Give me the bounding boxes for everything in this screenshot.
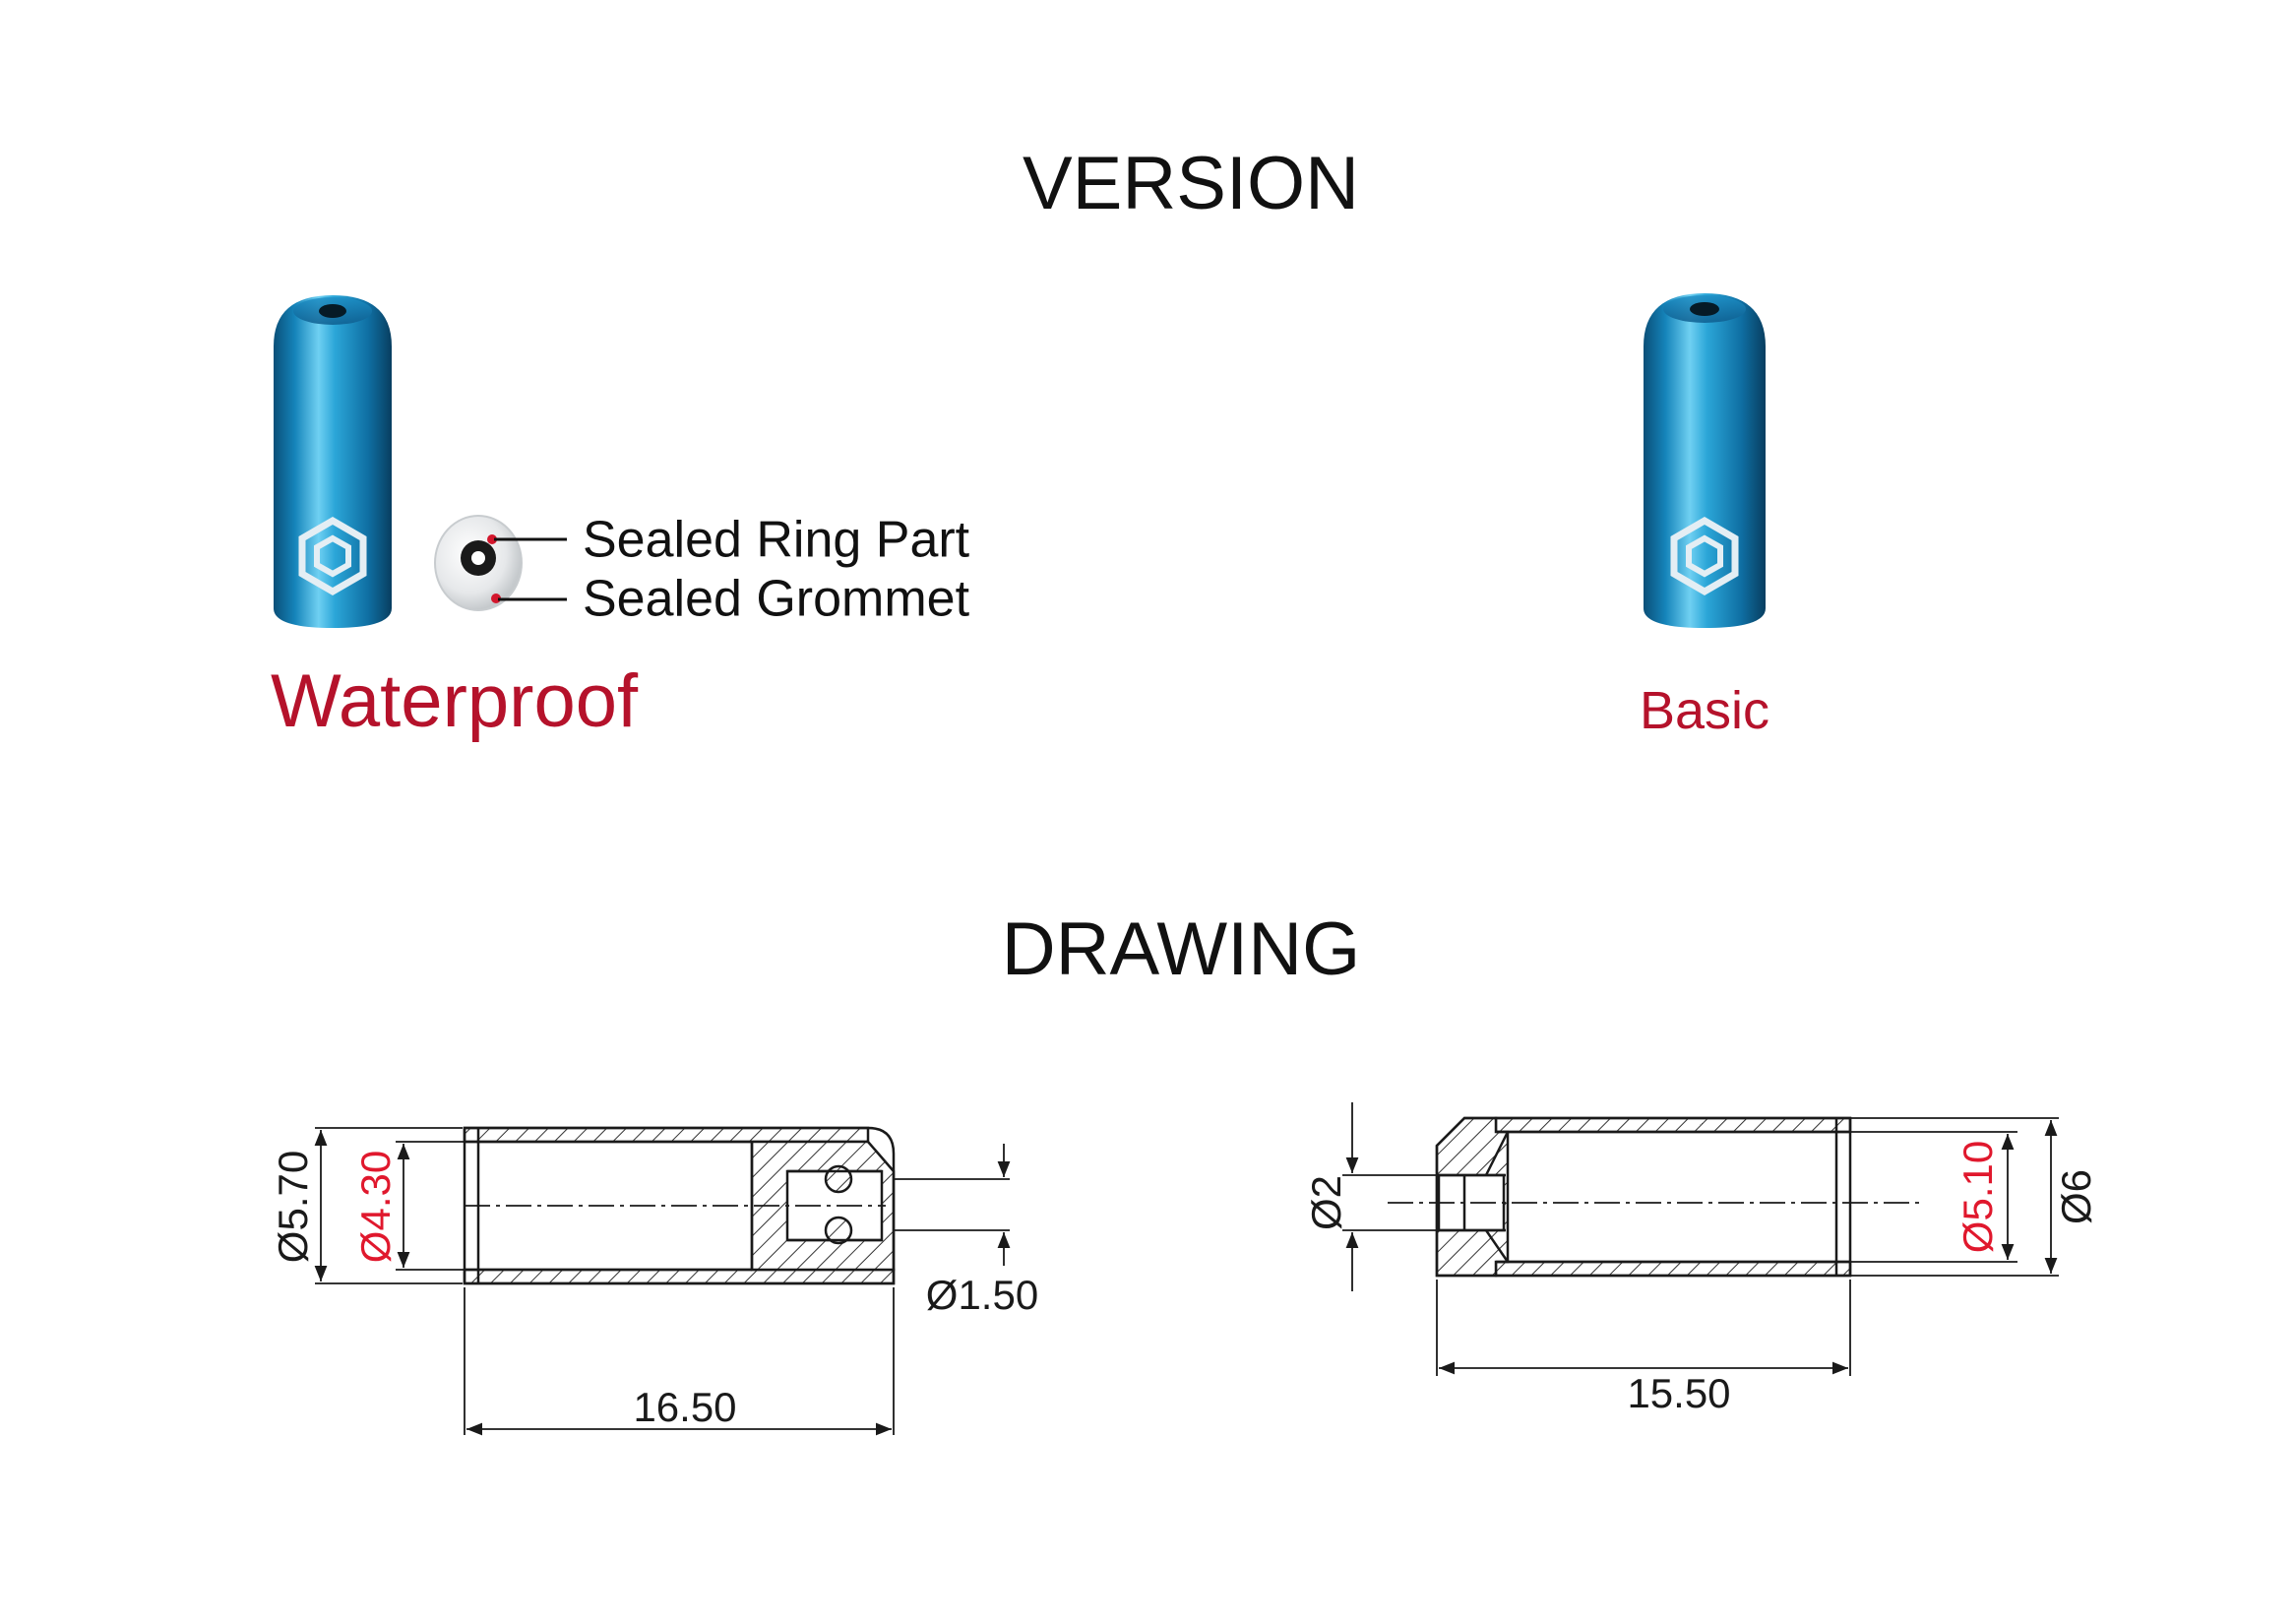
callout-sealed-grommet: Sealed Grommet [583, 571, 970, 628]
callout-sealed-ring-part: Sealed Ring Part [583, 512, 970, 569]
cable-end-cap-logo-icon [1670, 516, 1739, 596]
dim-outer-diameter-basic: Ø6 [2053, 1169, 2099, 1224]
basic-technical-drawing [1342, 1102, 2059, 1376]
waterproof-label: Waterproof [271, 659, 639, 743]
dim-hole-diameter-basic: Ø2 [1303, 1175, 1349, 1230]
dim-outer-diameter-waterproof: Ø5.70 [270, 1151, 316, 1263]
dim-inner-diameter-basic: Ø5.10 [1955, 1141, 2001, 1253]
basic-label: Basic [1640, 681, 1769, 740]
basic-cap-image [1644, 293, 1766, 628]
dim-length-waterproof: 16.50 [633, 1384, 736, 1430]
version-title: VERSION [1023, 142, 1359, 225]
drawing-title: DRAWING [1002, 907, 1361, 991]
dim-length-basic: 15.50 [1627, 1370, 1730, 1416]
waterproof-technical-drawing [314, 1126, 1011, 1436]
sealed-grommet-image [434, 515, 523, 611]
dim-hole-diameter-waterproof: Ø1.50 [926, 1272, 1038, 1318]
waterproof-cap-image [274, 295, 392, 628]
dim-inner-diameter-waterproof: Ø4.30 [352, 1151, 399, 1263]
cable-end-cap-logo-icon [298, 516, 367, 596]
